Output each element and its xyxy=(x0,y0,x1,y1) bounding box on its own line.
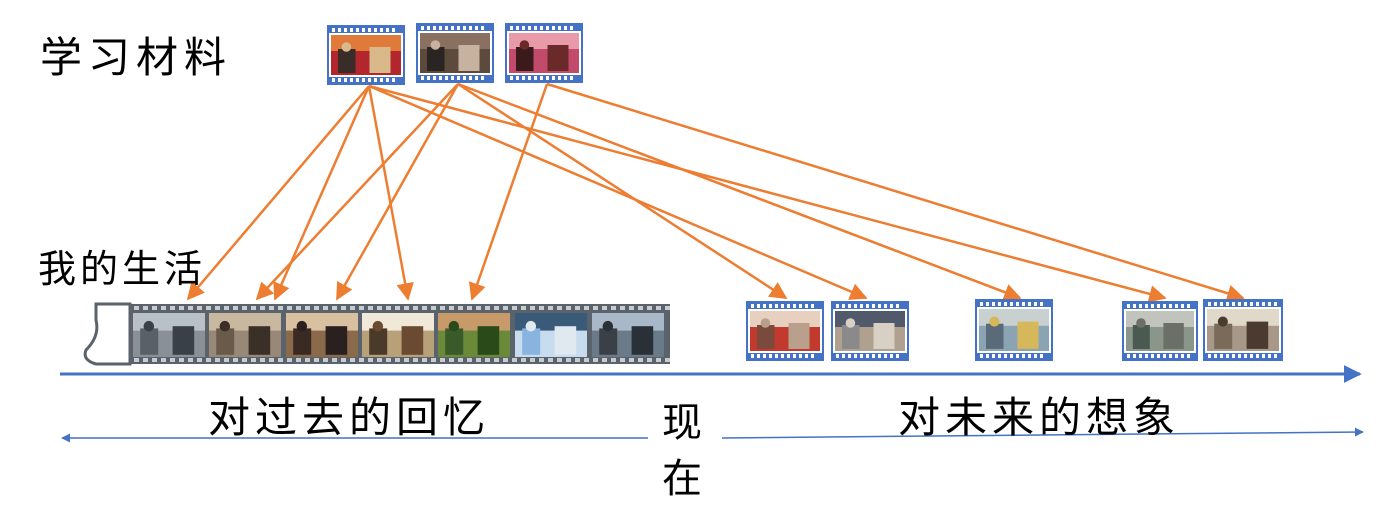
past-frame-6 xyxy=(515,313,587,357)
arrow-8 xyxy=(457,82,788,300)
now-label-bottom: 在 xyxy=(662,456,702,502)
past-frame-2 xyxy=(209,313,281,357)
arrow-6 xyxy=(255,83,459,301)
past-frame-3 xyxy=(286,313,358,357)
source-clip-3 xyxy=(505,23,583,83)
arrow-2 xyxy=(367,85,414,301)
source-clip-2 xyxy=(416,23,494,83)
future-frame-2 xyxy=(831,301,909,361)
future-frame-5 xyxy=(1203,299,1283,361)
source-clip-1 xyxy=(327,25,405,85)
future-arrow xyxy=(721,427,1364,439)
arrow-11 xyxy=(546,82,1245,302)
future-frame-3 xyxy=(975,299,1053,361)
future-frame-1 xyxy=(746,301,824,361)
arrow-5 xyxy=(368,84,1167,303)
future-imagination-label: 对未来的想象 xyxy=(898,393,1181,442)
future-frame-4 xyxy=(1122,301,1198,361)
arrow-9 xyxy=(457,82,1022,301)
past-frame-4 xyxy=(362,313,434,357)
arrow-4 xyxy=(368,84,868,300)
arrow-connections xyxy=(186,82,1245,303)
past-frame-5 xyxy=(438,313,510,357)
past-frame-7 xyxy=(592,313,664,357)
now-label-top: 现 xyxy=(662,400,702,446)
past-frame-1 xyxy=(133,313,205,357)
arrow-1 xyxy=(186,85,370,301)
learning-material-label: 学习材料 xyxy=(40,33,233,82)
past-memories-label: 对过去的回忆 xyxy=(208,393,491,442)
arrow-10 xyxy=(468,83,549,301)
arrow-7 xyxy=(335,83,460,301)
my-life-label: 我的生活 xyxy=(38,247,207,291)
